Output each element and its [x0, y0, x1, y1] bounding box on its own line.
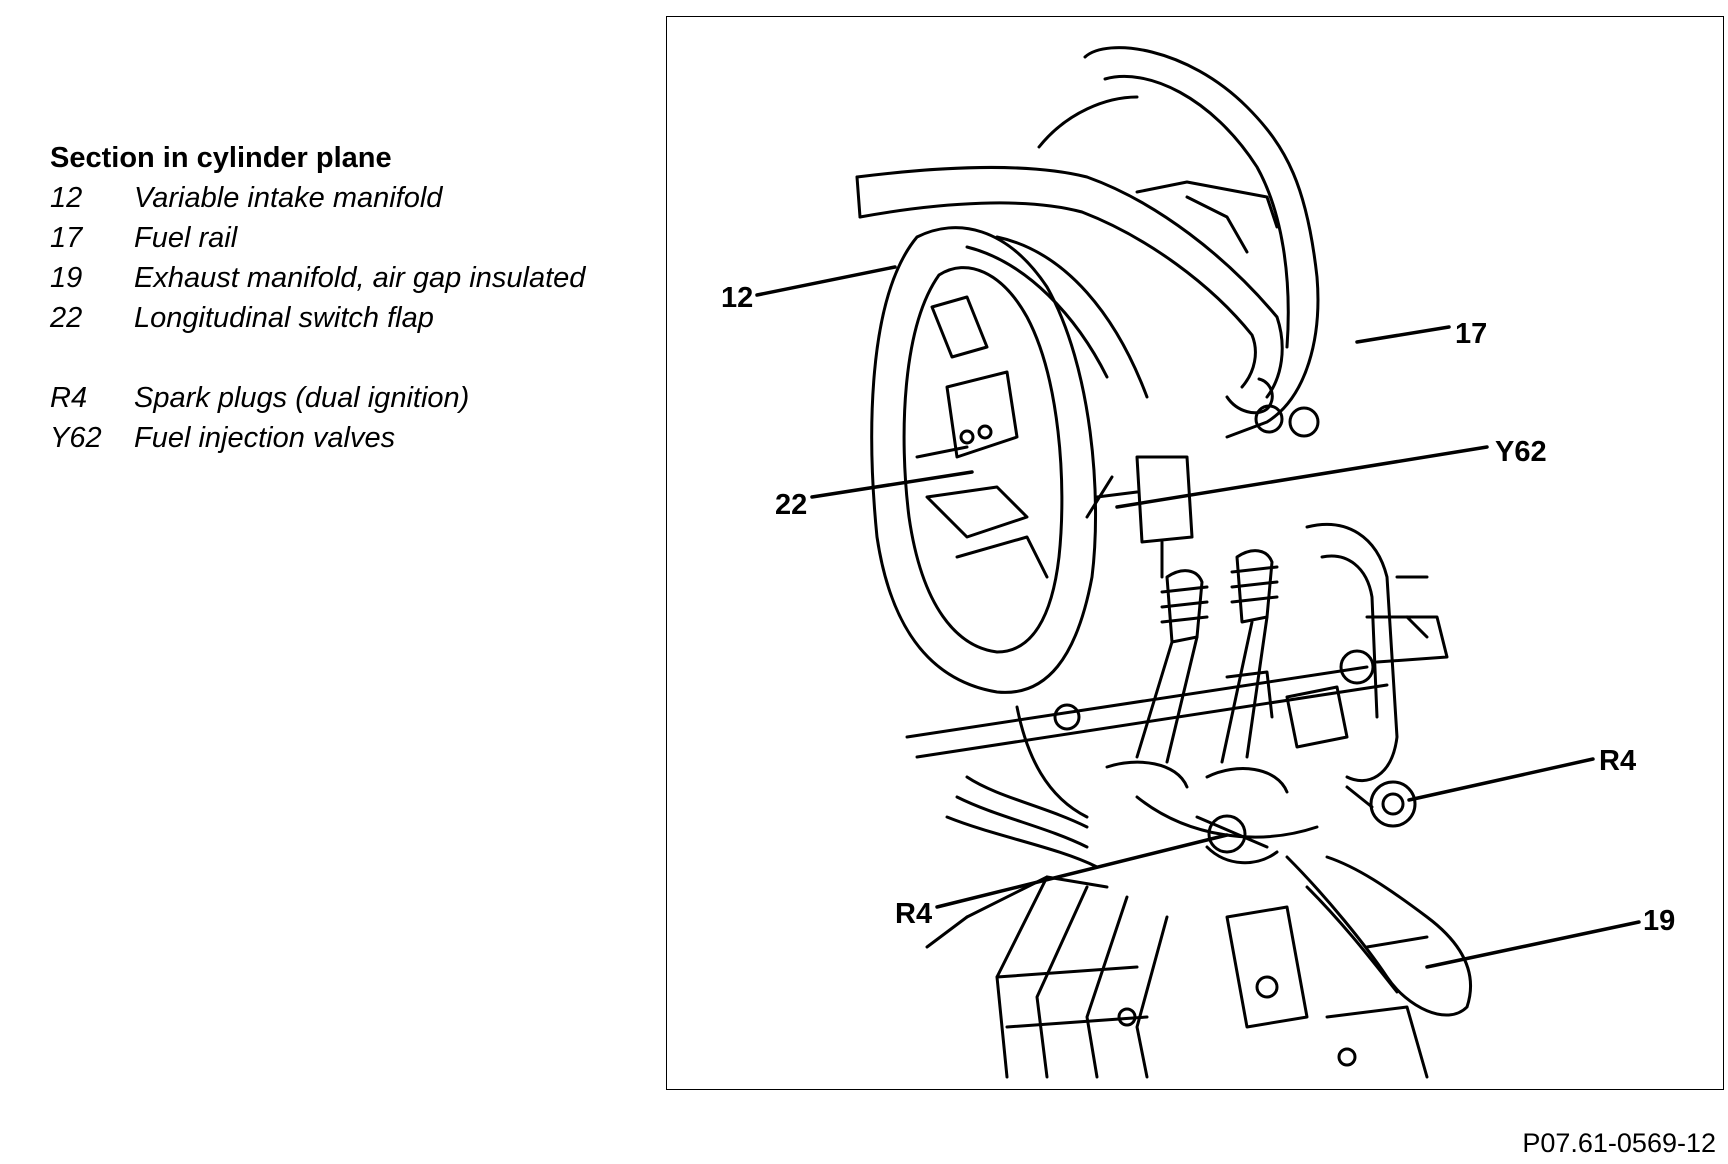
legend-text: Fuel rail — [134, 222, 238, 254]
legend: Section in cylinder plane 12 Variable in… — [50, 138, 585, 458]
legend-code: 19 — [50, 262, 83, 294]
legend-code: 22 — [50, 302, 83, 334]
legend-item: 22 Longitudinal switch flap — [50, 298, 585, 338]
legend-item: Y62 Fuel injection valves — [50, 418, 585, 458]
legend-text: Spark plugs (dual ignition) — [134, 382, 470, 414]
engine-section-figure: 12 17 Y62 22 R4 R4 19 — [666, 16, 1724, 1090]
legend-code: Y62 — [50, 422, 102, 454]
legend-text: Fuel injection valves — [134, 422, 396, 454]
intake-plenum — [1037, 46, 1320, 439]
legend-item: 17 Fuel rail — [50, 218, 585, 258]
cylinder-head — [905, 665, 1389, 869]
exhaust-manifold — [1135, 795, 1473, 1079]
spark-plugs — [1195, 780, 1417, 865]
leader-line-17 — [1355, 325, 1451, 344]
legend-title: Section in cylinder plane — [50, 142, 392, 174]
camshaft-area — [1225, 522, 1449, 783]
engine-section-drawing: 12 17 Y62 22 R4 R4 19 — [721, 46, 1675, 1079]
leader-line-r4-left — [935, 833, 1229, 909]
callout-12: 12 — [721, 282, 753, 314]
fuel-rail — [855, 166, 1320, 438]
callout-22: 22 — [775, 489, 807, 521]
callout-17: 17 — [1455, 318, 1487, 350]
callout-19: 19 — [1643, 905, 1675, 937]
leader-line-19 — [1425, 920, 1641, 969]
leader-line-y62 — [1115, 445, 1489, 509]
valves — [1105, 549, 1289, 794]
legend-code: R4 — [50, 382, 88, 414]
legend-code: 17 — [50, 222, 83, 254]
leader-line-r4-right — [1407, 757, 1595, 802]
legend-item: R4 Spark plugs (dual ignition) — [50, 378, 585, 418]
callout-r4-right: R4 — [1599, 745, 1636, 777]
legend-item: 12 Variable intake manifold — [50, 178, 585, 218]
legend-text: Longitudinal switch flap — [134, 302, 434, 334]
leader-line-12 — [755, 265, 897, 297]
leader-lines — [755, 265, 1641, 969]
legend-text: Exhaust manifold, air gap insulated — [134, 262, 586, 294]
figure-id: P07.61-0569-12 — [1522, 1128, 1716, 1158]
switch-flap — [915, 295, 1049, 579]
legend-item: 19 Exhaust manifold, air gap insulated — [50, 258, 585, 298]
legend-code: 12 — [50, 182, 83, 214]
callout-r4-left: R4 — [895, 898, 932, 930]
leader-line-22 — [810, 470, 974, 499]
lower-block — [925, 875, 1357, 1079]
callout-y62: Y62 — [1495, 436, 1547, 468]
legend-text: Variable intake manifold — [134, 182, 443, 214]
intake-manifold — [870, 226, 1149, 694]
fuel-injector — [1085, 455, 1194, 579]
